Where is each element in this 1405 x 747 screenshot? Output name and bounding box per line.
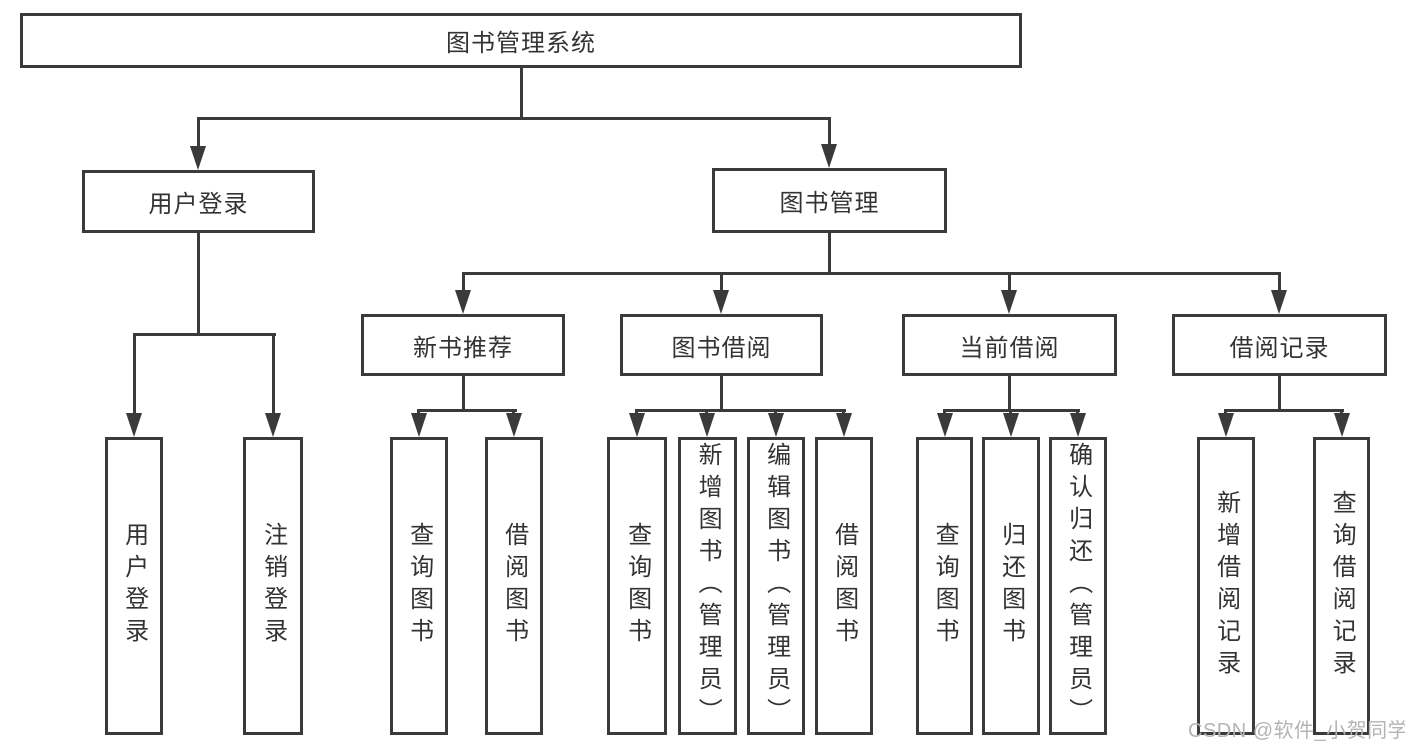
leaf-label: 查询图书 xyxy=(623,522,651,650)
arrowhead-down-icon xyxy=(768,413,784,437)
connector-line xyxy=(197,117,200,149)
leaf-label: 编辑图书（管理员） xyxy=(762,442,790,730)
leaf-label: 查询借阅记录 xyxy=(1328,490,1356,682)
leaf-label: 新增借阅记录 xyxy=(1212,490,1240,682)
arrowhead-down-icon xyxy=(1218,413,1234,437)
connector-line xyxy=(720,376,723,412)
arrowhead-down-icon xyxy=(506,413,522,437)
leaf-label: 查询图书 xyxy=(931,522,959,650)
leaf-search-borrow-record: 查询借阅记录 xyxy=(1313,437,1370,735)
connector-line xyxy=(1008,376,1011,412)
leaf-logout: 注销登录 xyxy=(243,437,303,735)
connector-line xyxy=(133,333,276,336)
connector-line xyxy=(720,272,723,292)
node-new-book-recommendation: 新书推荐 xyxy=(361,314,565,376)
node-library-management-system: 图书管理系统 xyxy=(20,13,1022,68)
leaf-edit-books-admin: 编辑图书（管理员） xyxy=(747,437,805,735)
node-label: 当前借阅 xyxy=(959,334,1060,362)
connector-line xyxy=(1008,272,1011,292)
leaf-search-books: 查询图书 xyxy=(390,437,448,735)
arrowhead-down-icon xyxy=(713,290,729,314)
arrowhead-down-icon xyxy=(1334,413,1350,437)
connector-line xyxy=(1278,272,1281,292)
arrowhead-down-icon xyxy=(699,413,715,437)
leaf-user-login: 用户登录 xyxy=(105,437,163,735)
leaf-borrow-books: 借阅图书 xyxy=(485,437,543,735)
connector-line xyxy=(462,272,465,292)
node-book-borrowing: 图书借阅 xyxy=(620,314,823,376)
arrowhead-down-icon xyxy=(190,146,206,170)
leaf-label: 借阅图书 xyxy=(830,522,858,650)
leaf-add-books-admin: 新增图书（管理员） xyxy=(678,437,737,735)
node-label: 新书推荐 xyxy=(413,334,513,362)
connector-line xyxy=(828,117,831,147)
arrowhead-down-icon xyxy=(455,290,471,314)
arrowhead-down-icon xyxy=(937,413,953,437)
leaf-label: 归还图书 xyxy=(997,522,1025,650)
arrowhead-down-icon xyxy=(1070,413,1086,437)
arrowhead-down-icon xyxy=(126,413,142,437)
connector-line xyxy=(1224,409,1344,412)
connector-line xyxy=(417,409,517,412)
node-label: 图书管理 xyxy=(779,190,880,217)
connector-line xyxy=(1278,376,1281,412)
leaf-search-books: 查询图书 xyxy=(607,437,667,735)
connector-line xyxy=(462,376,465,412)
node-label: 图书管理系统 xyxy=(446,30,596,57)
node-label: 用户登录 xyxy=(148,191,249,218)
leaf-label: 新增图书（管理员） xyxy=(694,442,722,730)
leaf-return-books: 归还图书 xyxy=(982,437,1040,735)
leaf-borrow-books: 借阅图书 xyxy=(815,437,873,735)
connector-line xyxy=(520,68,523,118)
leaf-label: 用户登录 xyxy=(120,522,148,650)
leaf-confirm-return-admin: 确认归还（管理员） xyxy=(1049,437,1107,735)
connector-line xyxy=(133,333,136,415)
leaf-add-borrow-record: 新增借阅记录 xyxy=(1197,437,1255,735)
node-label: 图书借阅 xyxy=(671,334,772,362)
node-borrowing-records: 借阅记录 xyxy=(1172,314,1387,376)
connector-line xyxy=(828,233,831,275)
node-user-login: 用户登录 xyxy=(82,170,315,233)
node-label: 借阅记录 xyxy=(1229,334,1330,362)
node-current-borrowing: 当前借阅 xyxy=(902,314,1117,376)
connector-line xyxy=(272,333,275,415)
leaf-label: 确认归还（管理员） xyxy=(1064,442,1092,730)
connector-line xyxy=(462,272,1281,275)
arrowhead-down-icon xyxy=(1003,413,1019,437)
arrowhead-down-icon xyxy=(836,413,852,437)
arrowhead-down-icon xyxy=(821,144,837,168)
connector-line xyxy=(635,409,846,412)
connector-line xyxy=(197,117,831,120)
leaf-label: 借阅图书 xyxy=(500,522,528,650)
arrowhead-down-icon xyxy=(411,413,427,437)
leaf-search-books: 查询图书 xyxy=(916,437,973,735)
arrowhead-down-icon xyxy=(265,413,281,437)
csdn-watermark: CSDN @软件_小贺同学 xyxy=(1188,720,1405,742)
arrowhead-down-icon xyxy=(1271,290,1287,314)
arrowhead-down-icon xyxy=(629,413,645,437)
node-book-management: 图书管理 xyxy=(712,168,947,233)
arrowhead-down-icon xyxy=(1001,290,1017,314)
connector-line xyxy=(197,233,200,336)
leaf-label: 查询图书 xyxy=(405,522,433,650)
leaf-label: 注销登录 xyxy=(259,522,287,650)
